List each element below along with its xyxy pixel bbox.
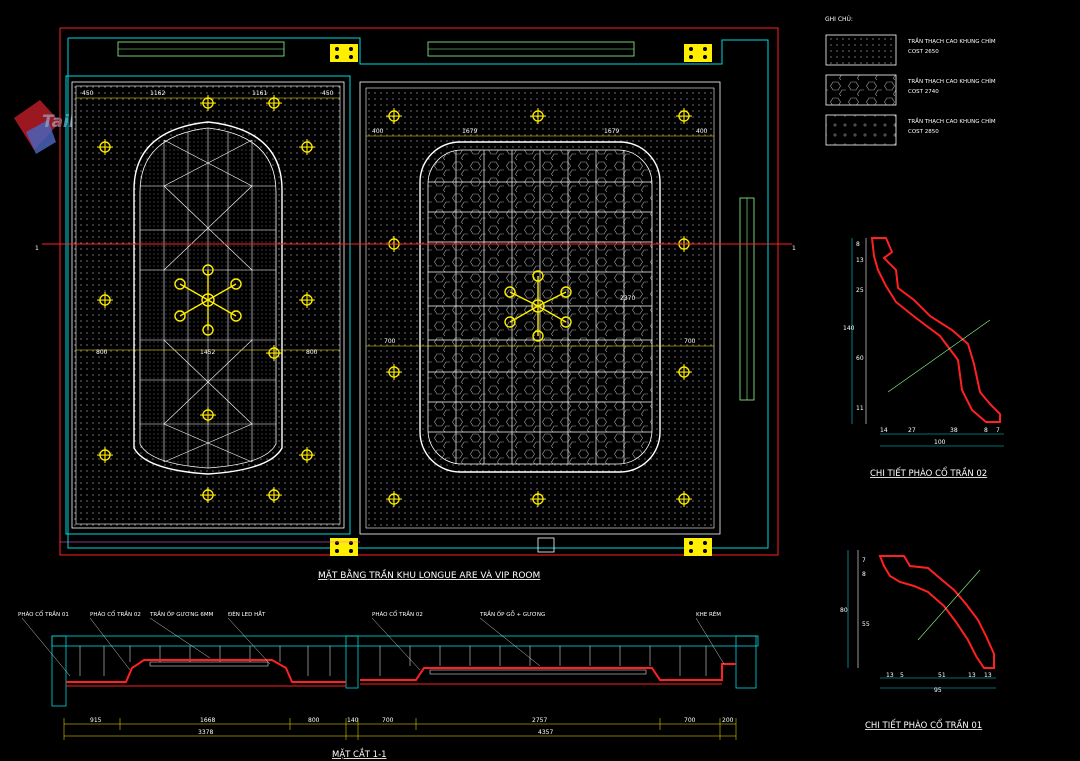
section-cut-line: 1 1 <box>35 243 796 252</box>
right-dim-mid-1: 2370 <box>620 295 635 302</box>
right-dim-top-3: 400 <box>696 128 708 135</box>
left-dim-mid-2: 800 <box>306 349 318 356</box>
sec-dim-r0: 700 <box>382 717 394 724</box>
d01-bottom-1: 5 <box>900 672 904 679</box>
legend-swatch-2 <box>825 74 897 106</box>
legend-swatch-3 <box>825 114 897 146</box>
d01-bottom-0: 13 <box>886 672 894 679</box>
sec-dim-r1: 2757 <box>532 717 547 724</box>
d02-left-1: 13 <box>856 257 864 264</box>
right-dim-top-0: 400 <box>372 128 384 135</box>
legend: GHI CHÚ: TRẦN THẠCH CAO KHUNG CHÌM COST … <box>825 16 996 146</box>
right-dim-top-1: 1679 <box>462 128 477 135</box>
plan-title: MẶT BẰNG TRẦN KHU LONGUE ARE VÀ VIP ROOM <box>318 568 540 581</box>
right-dim-mid-0: 700 <box>384 338 396 345</box>
legend-item-1-line2: COST 2650 <box>908 49 939 55</box>
chandelier-left <box>174 264 242 336</box>
sec-dim-total-left: 3378 <box>198 729 213 736</box>
d01-bottom-3: 13 <box>968 672 976 679</box>
section-label-6: KHE RÈM <box>696 610 721 618</box>
left-dim-top-0: 450 <box>82 90 94 97</box>
legend-item-3-line1: TRẦN THẠCH CAO KHUNG CHÌM <box>907 117 996 125</box>
d02-left-2: 25 <box>856 287 864 294</box>
left-dim-mid-1: 1452 <box>200 349 215 356</box>
d02-left-3: 60 <box>856 355 864 362</box>
cornice-detail-01: 13 5 51 13 13 95 7 8 55 80 CHI TIẾT PHÀO… <box>840 550 996 731</box>
legend-item-2-line1: TRẦN THẠCH CAO KHUNG CHÌM <box>907 77 996 85</box>
entrance-marker <box>537 537 555 553</box>
d01-bottom-2: 51 <box>938 672 946 679</box>
sec-dim-end: 200 <box>722 717 734 724</box>
d01-height: 80 <box>840 607 848 614</box>
legend-item-2-line2: COST 2740 <box>908 89 939 95</box>
legend-item-1-line1: TRẦN THẠCH CAO KHUNG CHÌM <box>907 37 996 45</box>
legend-swatch-1 <box>825 34 897 66</box>
d01-left-1: 8 <box>862 571 866 578</box>
detail02-title: CHI TIẾT PHÀO CỔ TRẦN 02 <box>870 466 987 479</box>
section-label-1: PHÀO CỔ TRẦN 02 <box>90 610 141 618</box>
d02-bottom-4: 7 <box>996 427 1000 434</box>
section-label-0: PHÀO CỔ TRẦN 01 <box>18 610 69 618</box>
section-title: MẶT CẮT 1-1 <box>332 747 387 760</box>
d01-bottom-4: 13 <box>984 672 992 679</box>
left-dim-top-3: 450 <box>322 90 334 97</box>
legend-item-3-line2: COST 2850 <box>908 129 939 135</box>
d02-total: 100 <box>934 439 946 446</box>
d02-bottom-0: 14 <box>880 427 888 434</box>
detail01-title: CHI TIẾT PHÀO CỔ TRẦN 01 <box>865 718 982 731</box>
chandelier-right <box>504 270 572 342</box>
sec-dim-r2: 700 <box>684 717 696 724</box>
sec-dim-total-right: 4357 <box>538 729 553 736</box>
section-label-4: PHÀO CỔ TRẦN 02 <box>372 610 423 618</box>
section-marker-left: 1 <box>35 245 39 252</box>
legend-title: GHI CHÚ: <box>825 16 853 23</box>
section-label-5: TRẦN ỐP GỖ + GƯƠNG <box>479 610 545 618</box>
section-1-1: PHÀO CỔ TRẦN 01 PHÀO CỔ TRẦN 02 TRẦN ỐP … <box>18 610 759 760</box>
d02-bottom-3: 8 <box>984 427 988 434</box>
d01-left-0: 7 <box>862 557 866 564</box>
right-room-ceiling: 400 1679 1679 400 700 2370 700 <box>359 81 721 535</box>
section-label-3: ĐÈN LED HẮT <box>228 610 266 618</box>
sec-dim-l0: 915 <box>90 717 102 724</box>
d02-left-0: 8 <box>856 241 860 248</box>
sec-dim-l2: 800 <box>308 717 320 724</box>
cornice-detail-02: 14 27 38 8 7 100 8 13 25 60 11 140 CHI T… <box>843 237 1004 479</box>
d01-total: 95 <box>934 687 942 694</box>
d02-bottom-1: 27 <box>908 427 916 434</box>
sec-dim-l1: 1668 <box>200 717 215 724</box>
d01-left-2: 55 <box>862 621 870 628</box>
column-markers <box>330 44 712 556</box>
d02-left-4: 11 <box>856 405 864 412</box>
left-dim-top-1: 1162 <box>150 90 165 97</box>
d02-bottom-2: 38 <box>950 427 958 434</box>
left-dim-mid-0: 800 <box>96 349 108 356</box>
ceiling-plan: 450 1162 1161 450 800 1452 800 <box>35 27 796 581</box>
d02-height: 140 <box>843 325 855 332</box>
right-dim-top-2: 1679 <box>604 128 619 135</box>
right-dim-mid-2: 700 <box>684 338 696 345</box>
section-marker-right: 1 <box>792 245 796 252</box>
section-label-2: TRẦN ỐP GƯƠNG 6MM <box>149 610 214 618</box>
left-room-ceiling: 450 1162 1161 450 800 1452 800 <box>65 75 351 535</box>
sec-dim-gap: 140 <box>347 717 359 724</box>
left-dim-top-2: 1161 <box>252 90 267 97</box>
